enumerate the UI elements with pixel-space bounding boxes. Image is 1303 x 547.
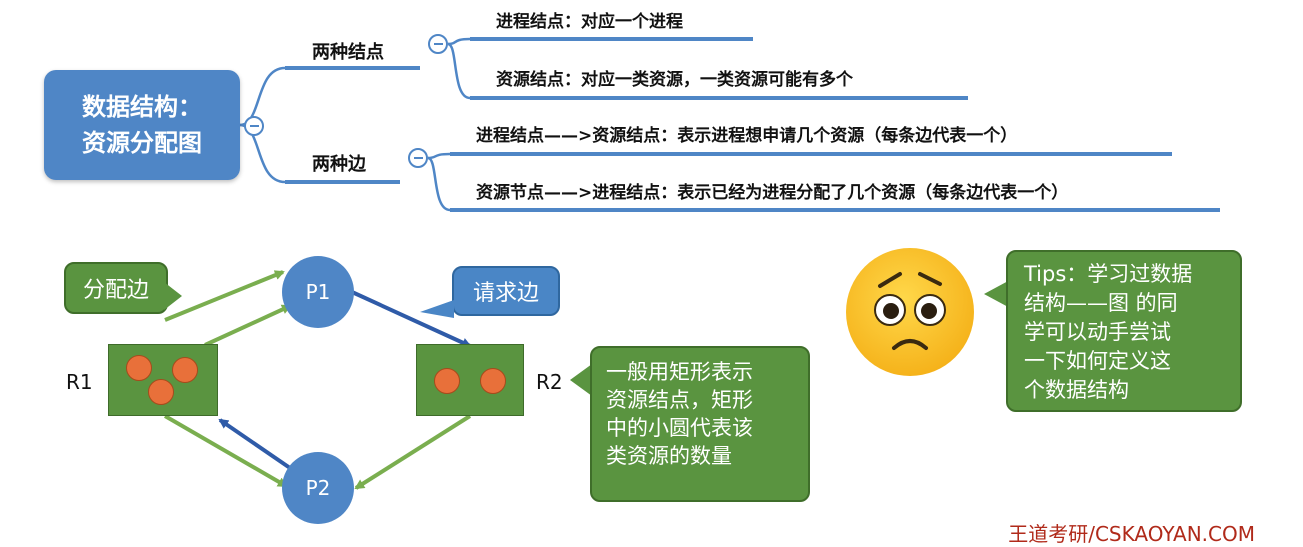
worried-face-icon (846, 248, 974, 376)
resource-node-r1[interactable] (108, 344, 218, 416)
root-collapse-icon[interactable] (244, 116, 264, 136)
assign-edge-r1-p1-b (204, 304, 292, 347)
request-edge-p2-r1 (218, 418, 292, 470)
leaf-process-node[interactable]: 进程结点：对应一个进程 (496, 12, 683, 32)
process-node-p1[interactable]: P1 (282, 256, 354, 328)
request-edge-p1-r2 (351, 290, 472, 348)
request-edge-callout: 请求边 (452, 266, 560, 316)
tips-line: 个数据结构 (1024, 378, 1129, 402)
edges-to-assign-connector (427, 156, 451, 212)
tips-line: 学可以动手尝试 (1024, 320, 1171, 344)
assign-edge-r1-p1-a (164, 270, 285, 322)
leaf-assign-edge[interactable]: 资源节点——>进程结点：表示已经为进程分配了几个资源（每条边代表一个） (476, 183, 1069, 203)
watermark: 王道考研/CSKAOYAN.COM (1008, 522, 1255, 546)
tips-line: 一下如何定义这 (1024, 349, 1171, 373)
assign-edge-r2-p2 (354, 414, 472, 490)
tips-line: 结构——图 的同 (1024, 291, 1178, 315)
resource-instance-circle (148, 379, 174, 405)
note-line: 中的小圆代表该 (606, 416, 753, 440)
branch-two-node-types[interactable]: 两种结点 (312, 42, 384, 63)
nodes-to-resource-connector (447, 42, 471, 100)
note-line: 一般用矩形表示 (606, 360, 753, 384)
resource-instance-circle (172, 357, 198, 383)
leaf-request-edge[interactable]: 进程结点——>资源结点：表示进程想申请几个资源（每条边代表一个） (476, 126, 1018, 146)
request-callout-tail (420, 300, 454, 318)
resource-note-callout: 一般用矩形表示 资源结点，矩形 中的小圆代表该 类资源的数量 (590, 346, 810, 502)
request-edge-callout-label: 请求边 (472, 281, 539, 306)
tips-callout-tail (984, 280, 1010, 308)
leaf-resource-node[interactable]: 资源结点：对应一类资源，一类资源可能有多个 (496, 70, 853, 90)
branch-edges-collapse-icon[interactable] (408, 148, 428, 168)
root-title-line1: 数据结构： (82, 93, 202, 121)
note-line: 资源结点，矩形 (606, 388, 753, 412)
tips-callout: Tips：学习过数据 结构——图 的同 学可以动手尝试 一下如何定义这 个数据结… (1006, 250, 1242, 412)
resource-instance-circle (126, 355, 152, 381)
resource-node-r2[interactable] (416, 344, 524, 416)
process-label-p2: P2 (305, 476, 331, 500)
note-line: 类资源的数量 (606, 444, 732, 468)
root-node[interactable]: 数据结构： 资源分配图 (44, 70, 240, 180)
resource-instance-circle (480, 368, 506, 394)
process-node-p2[interactable]: P2 (282, 452, 354, 524)
tips-line: Tips：学习过数据 (1024, 262, 1193, 286)
assign-edge-r1-p2 (163, 414, 288, 488)
branch-two-edge-types[interactable]: 两种边 (312, 154, 366, 175)
root-title-line2: 资源分配图 (82, 129, 202, 157)
resource-instance-circle (434, 368, 460, 394)
assign-edge-callout: 分配边 (64, 262, 168, 314)
resource-label-r2: R2 (536, 370, 563, 394)
assign-edge-callout-label: 分配边 (82, 278, 149, 303)
resource-label-r1: R1 (66, 370, 93, 394)
branch-nodes-collapse-icon[interactable] (428, 34, 448, 54)
assign-callout-tail (164, 282, 182, 310)
note-callout-tail (570, 364, 592, 396)
process-label-p1: P1 (305, 280, 331, 304)
